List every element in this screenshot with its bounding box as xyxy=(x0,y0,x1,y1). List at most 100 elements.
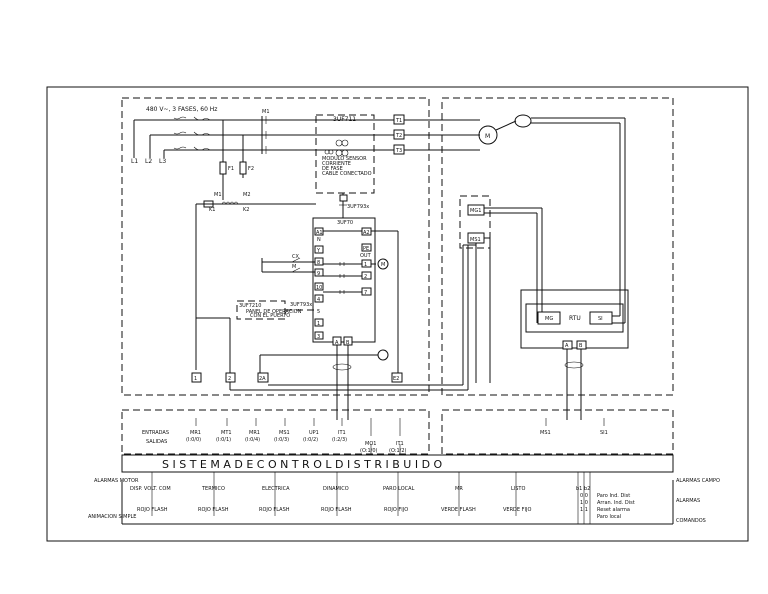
motor-sensor-cable xyxy=(495,114,626,324)
dcs-banner xyxy=(121,454,674,473)
handheld-note-2: CON EL PUERTO xyxy=(250,313,290,319)
command-text-3: Reset alarma xyxy=(597,507,630,513)
command-bits-3: 1 1 xyxy=(580,507,588,513)
rtu-si-label: SI xyxy=(598,316,603,322)
relay-terminal-pe: PE xyxy=(363,246,369,252)
breaker-symbols xyxy=(173,116,211,151)
fuse-f1 xyxy=(219,161,227,175)
input-mr1-addr: (I:0/0) xyxy=(186,437,201,443)
command-text-4: Paro local xyxy=(597,514,621,520)
rtu-bus-b: B xyxy=(579,343,583,349)
terminal-t3: T3 xyxy=(395,148,402,154)
io-arrows xyxy=(195,418,605,455)
phase-label-l3: L3 xyxy=(159,158,166,165)
terminal-t1: T1 xyxy=(395,118,402,124)
fuse-f2 xyxy=(239,161,247,175)
animation-1: ROJO FLASH xyxy=(137,507,168,513)
relay-terminal-a1: A1 xyxy=(316,230,323,236)
relay-terminal-out-2: 2 xyxy=(364,274,367,280)
relay-terminal-out: OUT xyxy=(360,253,372,259)
label-k2: K2 xyxy=(243,207,249,213)
alarm-mr: MR xyxy=(455,486,463,492)
entradas-label: ENTRADAS xyxy=(142,430,169,436)
animation-2: ROJO FLASH xyxy=(198,507,229,513)
bus-wiring xyxy=(259,345,389,420)
motor-label: M xyxy=(485,133,490,140)
relay-terminal-10: 10 xyxy=(316,285,322,291)
command-bits-2: 1 0 xyxy=(580,500,588,506)
field-terminal-2: 2 xyxy=(228,376,231,382)
input-mr1b-name: MR1 xyxy=(249,430,260,436)
label-animacion-simple: ANIMACION SIMPLE xyxy=(88,514,136,520)
field-terminal-e2: E2 xyxy=(393,376,399,382)
input-ms1-addr: (I:0/3) xyxy=(274,437,289,443)
contactor-label-m: M1 xyxy=(262,109,270,115)
field-io-zone xyxy=(441,409,674,455)
salidas-label: SALIDAS xyxy=(146,439,167,445)
rtu-inner xyxy=(525,303,624,333)
animation-7: VERDE FIJO xyxy=(503,507,531,513)
label-m2: M2 xyxy=(243,192,251,198)
relay-terminal-9: 9 xyxy=(317,271,320,277)
relay-terminal-5: 5 xyxy=(317,309,320,315)
current-module-note-4: CABLE CONECTADO xyxy=(322,171,372,177)
input-it1-addr: (I:2/3) xyxy=(332,437,347,443)
supply-label: 480 V~, 3 FASES, 60 Hz xyxy=(146,106,217,113)
field-terminal-1: 1 xyxy=(194,376,197,382)
animation-4: ROJO FLASH xyxy=(321,507,352,513)
phase-label-l2: L2 xyxy=(145,158,152,165)
main-contactor xyxy=(261,116,267,154)
input-mt1-name: MT1 xyxy=(221,430,232,436)
output-it1-name: IT1 xyxy=(396,441,404,447)
current-module-zone xyxy=(315,114,375,194)
input-mr1b-addr: (I:0/4) xyxy=(245,437,260,443)
alarm-table-lines xyxy=(121,472,674,525)
field-panel-zone xyxy=(441,97,674,396)
input-mt1-addr: (I:0/1) xyxy=(216,437,231,443)
mg1-box xyxy=(467,204,485,216)
current-transformers xyxy=(324,139,349,157)
mg1-wiring xyxy=(475,207,543,383)
relay-short-label: 3UF793x xyxy=(347,204,369,210)
field-terminal-2a: 2A xyxy=(259,376,266,382)
bus-terminal-b: B xyxy=(346,340,350,346)
rtu-label: RTU xyxy=(569,315,581,322)
current-module-note-2: CORRIENTE xyxy=(322,161,351,167)
motor-symbol xyxy=(478,125,498,145)
command-text-1: Paro Ind. Dist xyxy=(597,493,630,499)
alarm-electrica: ELECTRICA xyxy=(262,486,290,492)
alarm-listo: LISTO xyxy=(511,486,525,492)
alarm-dinamico: DINAMICO xyxy=(323,486,349,492)
label-alarmas: ALARMAS xyxy=(676,498,700,504)
label-comandos: COMANDOS xyxy=(676,518,706,524)
rtu-si-box xyxy=(589,311,613,325)
input-it1-name: IT1 xyxy=(338,430,346,436)
terminal-t3-box xyxy=(393,144,405,155)
field-wiring xyxy=(196,244,476,391)
alarm-disp-volt: DISP. VOLT. COM xyxy=(130,486,171,492)
relay-terminal-out-1: 1 xyxy=(364,262,367,268)
relay-terminal-n: N xyxy=(317,237,321,243)
mg1-label: MG1 xyxy=(470,208,481,214)
input-up1-name: UP1 xyxy=(309,430,319,436)
relay-terminal-3: 3 xyxy=(317,334,320,340)
output-it1-addr: (O:1/2) xyxy=(389,448,407,454)
relay-output-motor xyxy=(377,258,389,270)
handheld-panel-label: 3UF7210 xyxy=(239,303,261,309)
rtu-mg-box xyxy=(537,311,561,325)
input-mr1-name: MR1 xyxy=(190,430,201,436)
field-signal-ms1: MS1 xyxy=(540,430,551,436)
relay-output-motor-label: M xyxy=(381,262,385,268)
output-mo1-addr: (O:1/0) xyxy=(360,448,378,454)
animation-3: ROJO FLASH xyxy=(259,507,290,513)
terminal-t2: T2 xyxy=(395,133,402,139)
command-bits-1: 0 0 xyxy=(580,493,588,499)
contact-label-cx: CX xyxy=(292,254,299,260)
relay-left-terminals xyxy=(314,227,324,340)
relay-terminal-a2: A2 xyxy=(363,230,370,236)
input-up1-addr: (I:0/2) xyxy=(303,437,318,443)
animation-5: ROJO FIJO xyxy=(384,507,408,513)
current-module-note-3: DE FASE xyxy=(322,166,343,172)
terminal-t1-box xyxy=(393,114,405,125)
